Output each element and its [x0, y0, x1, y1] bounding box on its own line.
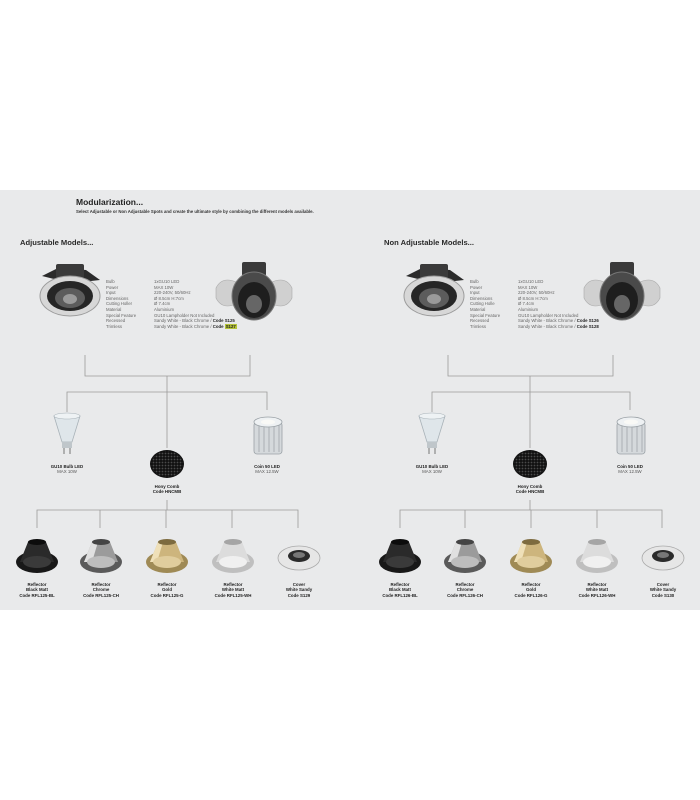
spec-label: Special Feature	[106, 312, 137, 318]
spec-label: Material	[470, 306, 486, 312]
reflector-caption: Reflector White Matt Code RFL125-WH	[214, 582, 252, 598]
adjustable-trimless-spot-image	[215, 262, 293, 321]
page-title: Modularization...	[76, 197, 144, 207]
adjustable-recessed-spot-image	[39, 264, 101, 317]
page-subtitle: Select Adjustable or Non Adjustable Spot…	[76, 209, 314, 214]
reflector-caption: Reflector Gold Code RFL125-G	[150, 582, 184, 598]
spec-label: Trimless	[106, 323, 123, 329]
spec-labels: Bulb Power Input Dimensions Cutting Holl…	[470, 279, 516, 329]
non-adjustable-recessed-spot-image	[403, 264, 465, 317]
code-recessed: S126	[588, 318, 599, 324]
spec-label: Recessed	[470, 318, 490, 324]
honeycomb-caption: Hony Comb Code HNCMB	[152, 484, 182, 495]
reflector-white-matt-image	[576, 539, 618, 573]
honeycomb-icon	[150, 450, 184, 478]
spec-label: Input	[470, 290, 480, 296]
spec-label: Trimless	[470, 323, 487, 329]
spec-label: Material	[106, 306, 122, 312]
reflector-gold-image	[146, 539, 188, 573]
code-recessed: S125	[224, 318, 235, 324]
spec-label: Power	[470, 284, 483, 290]
spec-value-trimless: Sandy White - Black Chrome / Code S127	[154, 323, 237, 329]
spec-label: Dimensions	[106, 295, 129, 301]
reflector-caption: Reflector Chrome Code RFL125-CH	[83, 582, 119, 598]
coin50-caption: Coin 50 LED MAX 12.5W	[617, 464, 643, 475]
reflector-chrome-image	[444, 539, 486, 573]
reflector-caption: Reflector Black Matt Code RFL126-BL	[382, 582, 418, 598]
cover-white-sandy-image	[277, 545, 321, 571]
code-trimless: S128	[588, 323, 599, 329]
honeycomb-caption: Hony Comb Code HNCMB	[515, 484, 545, 495]
reflector-caption: Reflector White Matt Code RFL126-WH	[578, 582, 616, 598]
reflector-black-matt-image	[16, 539, 58, 573]
gu10-bulb-caption: GU10 Bulb LED MAX 10W	[415, 464, 449, 475]
code-trimless: S127	[224, 323, 237, 329]
spec-value-recessed: Sandy White - Black Chrome / Code S125	[154, 318, 235, 324]
spec-value-recessed: Sandy White - Black Chrome / Code S126	[518, 318, 599, 324]
spec-value: 220-240V, 50/60Hz	[518, 290, 555, 296]
reflector-chrome-image	[80, 539, 122, 573]
spec-label: Power	[106, 284, 119, 290]
spec-label: Special Feature	[470, 312, 501, 318]
spec-label: Input	[106, 290, 116, 296]
spec-values: 1xGU10 LED MAX 10W 220-240V, 50/60Hz Ø 8…	[518, 279, 599, 329]
spec-value: Aluminium	[518, 306, 539, 312]
spec-value: 1xGU10 LED	[154, 279, 180, 284]
spec-value: 220-240V, 50/60Hz	[154, 290, 191, 296]
spec-value: MAX 10W	[154, 284, 174, 290]
spec-value: 1xGU10 LED	[518, 279, 544, 284]
reflector-black-matt-image	[379, 539, 421, 573]
gu10-bulb-icon	[53, 412, 81, 454]
spec-value: Ø 7.4cm	[518, 301, 535, 307]
honeycomb-icon	[513, 450, 547, 478]
adjustable-section-title: Adjustable Models...	[20, 238, 94, 247]
spec-labels: Bulb Power Input Dimensions Cutting Holl…	[106, 279, 152, 329]
reflector-caption: Reflector Gold Code RFL126-G	[514, 582, 548, 598]
reflector-gold-image	[510, 539, 552, 573]
spec-value: Aluminium	[154, 306, 175, 312]
non-adjustable-trimless-spot-image	[583, 262, 661, 321]
spec-label: Bulb	[106, 279, 115, 284]
cover-caption: Cover White Sandy Code S129	[285, 582, 313, 598]
spec-value: Ø 8.5cm H:7cm	[518, 295, 548, 301]
reflector-white-matt-image	[212, 539, 254, 573]
reflector-caption: Reflector Chrome Code RFL126-CH	[447, 582, 483, 598]
reflector-caption: Reflector Black Matt Code RFL125-BL	[19, 582, 55, 598]
spec-label: Cutting Holle	[470, 301, 495, 307]
spec-label: Recessed	[106, 318, 126, 324]
cover-white-sandy-image	[641, 545, 685, 571]
coin50-caption: Coin 50 LED MAX 12.5W	[254, 464, 280, 475]
spec-value-trimless: Sandy White - Black Chrome / Code S128	[518, 323, 599, 329]
spec-label: Dimensions	[470, 295, 493, 301]
spec-value: Ø 7.4cm	[154, 301, 171, 307]
spec-value: GU10 Lampholder Not Included	[518, 312, 579, 318]
spec-value: GU10 Lampholder Not Included	[154, 312, 215, 318]
spec-label: Cutting Holler	[106, 301, 133, 307]
coin50-led-icon	[253, 416, 283, 455]
spec-value: Ø 8.5cm H:7cm	[154, 295, 184, 301]
spec-value: MAX 10W	[518, 284, 538, 290]
non-adjustable-section-title: Non Adjustable Models...	[384, 238, 475, 247]
cover-caption: Cover White Sandy Code S130	[649, 582, 677, 598]
spec-values: 1xGU10 LED MAX 10W 220-240V, 50/60Hz Ø 8…	[154, 279, 237, 329]
gu10-bulb-icon	[418, 412, 446, 454]
coin50-led-icon	[616, 416, 646, 455]
gu10-bulb-caption: GU10 Bulb LED MAX 10W	[50, 464, 84, 475]
spec-label: Bulb	[470, 279, 479, 284]
